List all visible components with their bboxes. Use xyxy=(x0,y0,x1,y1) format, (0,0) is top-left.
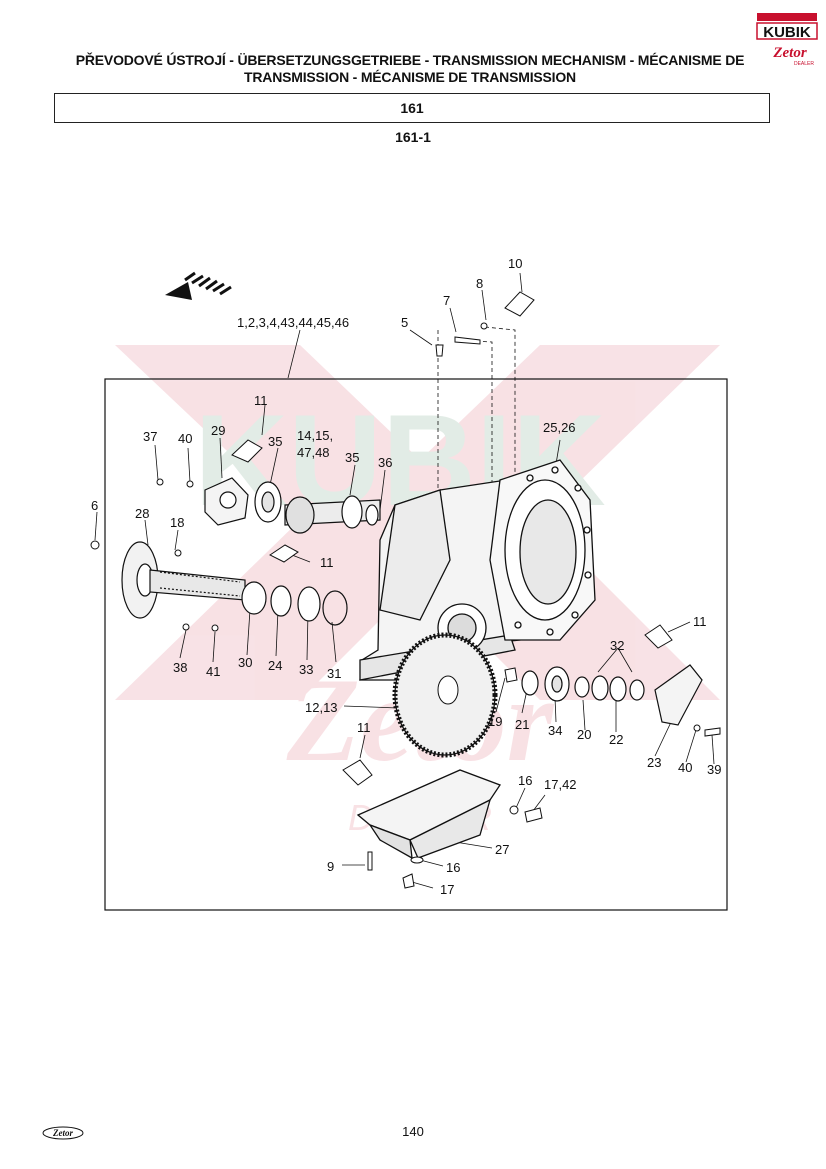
zetor-footer-logo: Zetor xyxy=(42,1126,84,1140)
page-title-line-2: TRANSMISSION - MÉCANISME DE TRANSMISSION xyxy=(244,69,576,85)
callout-33: 33 xyxy=(299,662,313,677)
callout-28: 28 xyxy=(135,506,149,521)
callout-11c: 11 xyxy=(693,614,707,629)
oil-pan xyxy=(356,769,501,860)
callout-11a: 11 xyxy=(254,393,268,408)
callout-22: 22 xyxy=(609,732,623,747)
callout-30: 30 xyxy=(238,655,252,670)
callout-8: 8 xyxy=(476,276,483,291)
bearings-and-seals xyxy=(204,477,703,726)
footer-logo-text: Zetor xyxy=(52,1128,73,1138)
callout-16a: 16 xyxy=(518,773,532,788)
page-title-line-1: PŘEVODOVÉ ÚSTROJÍ - ÜBERSETZUNGSGETRIEBE… xyxy=(75,52,745,68)
callout-14: 14,15, xyxy=(297,428,333,443)
callout-10: 10 xyxy=(508,256,522,271)
input-shaft xyxy=(121,541,246,619)
section-number: 161 xyxy=(400,100,424,116)
callout-11d: 11 xyxy=(357,720,371,735)
callout-20: 20 xyxy=(577,727,591,742)
callout-39: 39 xyxy=(707,762,721,777)
callout-34: 34 xyxy=(548,723,562,738)
callout-32: 32 xyxy=(610,638,624,653)
ring-gear xyxy=(392,632,498,758)
callout-21: 21 xyxy=(515,717,529,732)
page-title: PŘEVODOVÉ ÚSTROJÍ - ÜBERSETZUNGSGETRIEBE… xyxy=(60,52,760,86)
callout-1: 1,2,3,4,43,44,45,46 xyxy=(237,315,349,330)
callout-47: 47,48 xyxy=(297,445,330,460)
subsection-number: 161-1 xyxy=(395,129,431,145)
logo-frame xyxy=(756,22,818,40)
callout-37: 37 xyxy=(143,429,157,444)
callout-36: 36 xyxy=(378,455,392,470)
logo-top-text: KUBIK xyxy=(763,24,811,41)
callout-25: 25,26 xyxy=(543,420,576,435)
logo-bottom-text: Zetor xyxy=(772,45,806,61)
direction-arrow-icon xyxy=(165,271,232,300)
callout-17b: 17 xyxy=(440,882,454,897)
callout-18: 18 xyxy=(170,515,184,530)
callout-31: 31 xyxy=(327,666,341,681)
output-flange xyxy=(489,459,596,641)
callout-6: 6 xyxy=(91,498,98,513)
callout-5: 5 xyxy=(401,315,408,330)
callout-27: 27 xyxy=(495,842,509,857)
callout-24: 24 xyxy=(268,658,282,673)
callout-7: 7 xyxy=(443,293,450,308)
callout-16b: 16 xyxy=(446,860,460,875)
callout-19: 19 xyxy=(488,714,502,729)
callout-40b: 40 xyxy=(678,760,692,775)
leader-lines xyxy=(94,272,715,889)
callout-29: 29 xyxy=(211,423,225,438)
callout-35a: 35 xyxy=(268,434,282,449)
section-number-box: 161 xyxy=(54,93,770,123)
assembly-frame xyxy=(104,378,728,911)
logo-tag: DEALER xyxy=(794,61,814,67)
callout-17a: 17,42 xyxy=(544,777,577,792)
fasteners xyxy=(90,291,721,889)
callout-38: 38 xyxy=(173,660,187,675)
callout-40a: 40 xyxy=(178,431,192,446)
pinion-shaft xyxy=(284,495,381,534)
callout-23: 23 xyxy=(647,755,661,770)
callout-12: 12,13 xyxy=(305,700,338,715)
callout-11b: 11 xyxy=(320,555,334,570)
callout-41: 41 xyxy=(206,664,220,679)
callout-35b: 35 xyxy=(345,450,359,465)
logo-top-bar xyxy=(757,13,817,21)
callout-labels: 10 8 7 5 1,2,3,4,43,44,45,46 11 37 40 29… xyxy=(91,256,721,897)
callout-9: 9 xyxy=(327,859,334,874)
page-number: 140 xyxy=(402,1124,424,1139)
kubik-zetor-logo: KUBIK Zetor DEALER xyxy=(756,13,818,67)
